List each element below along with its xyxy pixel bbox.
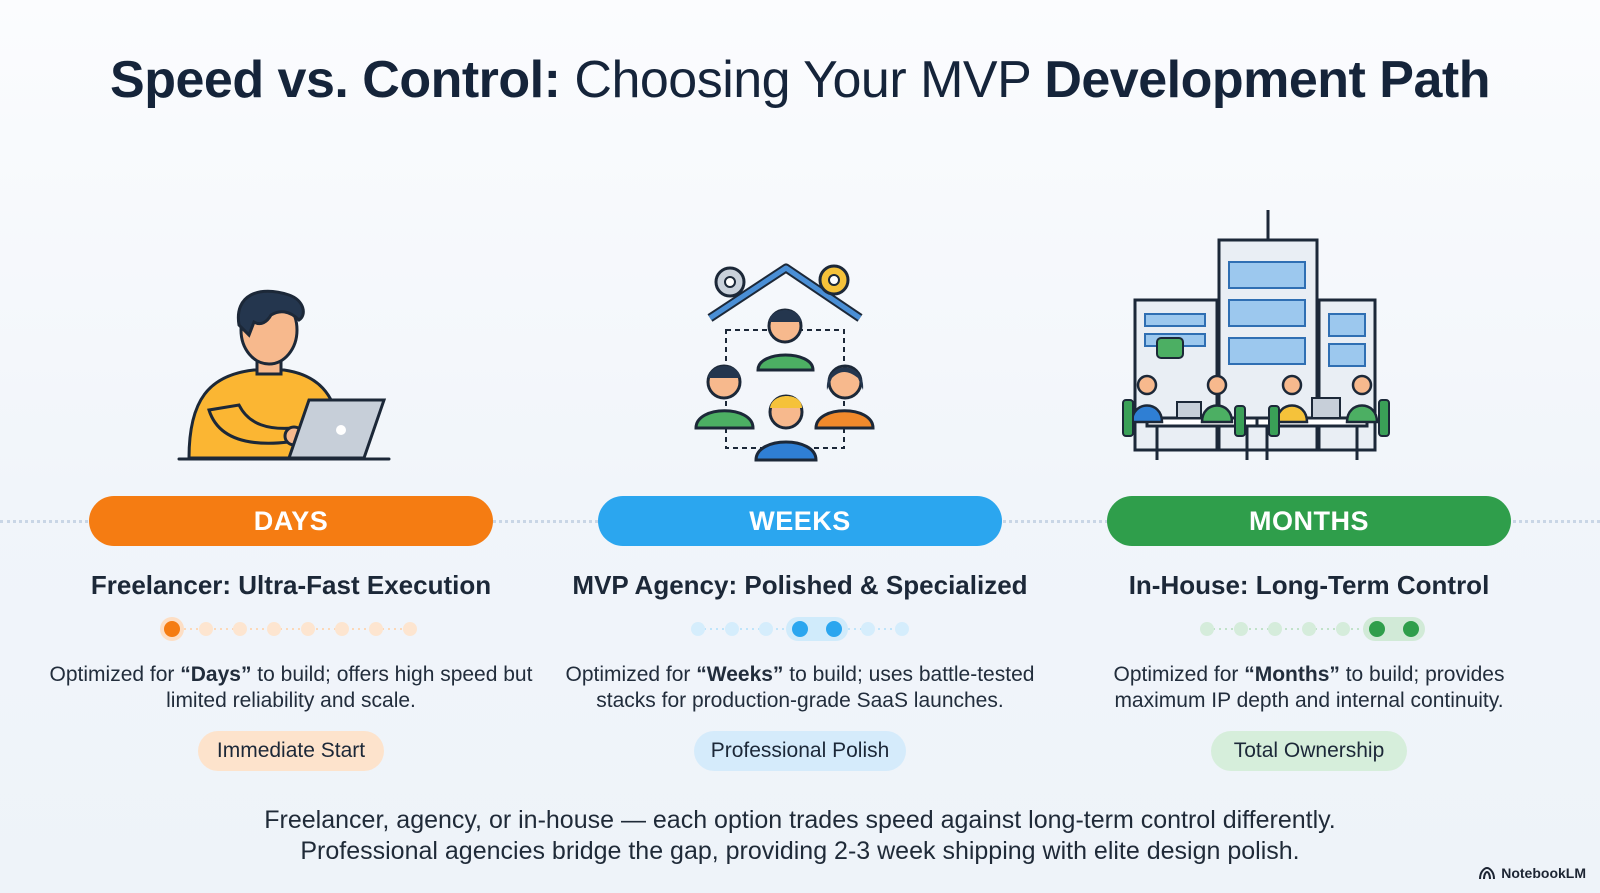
freelancer-heading: Freelancer: Ultra-Fast Execution (90, 570, 492, 600)
scale-dot (403, 622, 417, 636)
speed-scale-days (160, 617, 417, 641)
footer-summary: Freelancer, agency, or in-house — each o… (0, 805, 1600, 867)
agency-heading: MVP Agency: Polished & Specialized (572, 570, 1028, 600)
months-pill: MONTHS (1107, 496, 1511, 546)
scale-dot (759, 622, 773, 636)
freelancer-description: Optimized for “Days” to build; offers hi… (49, 663, 533, 712)
scale-dot (301, 622, 315, 636)
scale-dot-active (1369, 621, 1385, 637)
speed-scale-months (1200, 617, 1425, 641)
title-part-bold-2: Development Path (1044, 51, 1490, 109)
scale-dot-active (164, 621, 180, 637)
scale-dot (369, 622, 383, 636)
notebooklm-logo-icon (1479, 866, 1496, 880)
scale-dot (1302, 622, 1316, 636)
agency-description: Optimized for “Weeks” to build; uses bat… (565, 663, 1035, 712)
brand-name: NotebookLM (1501, 865, 1586, 881)
scale-dot (1200, 622, 1214, 636)
scale-dot (861, 622, 875, 636)
immediate-start-tag: Immediate Start (198, 731, 384, 771)
scale-dot (895, 622, 909, 636)
title-part-bold-1: Speed vs. Control: (110, 51, 561, 109)
scale-dot (233, 622, 247, 636)
scale-dot (335, 622, 349, 636)
scale-dot (725, 622, 739, 636)
scale-dot (1336, 622, 1350, 636)
in-house-heading: In-House: Long-Term Control (1128, 570, 1490, 600)
footer-line-2: Professional agencies bridge the gap, pr… (300, 837, 1300, 865)
agency-team-icon (694, 263, 875, 462)
scale-dot (691, 622, 705, 636)
scale-dot (1234, 622, 1248, 636)
scale-dot-active (1403, 621, 1419, 637)
freelancer-laptop-icon (177, 289, 391, 461)
brand-notebooklm: NotebookLM (1479, 865, 1586, 881)
scale-dot (1268, 622, 1282, 636)
weeks-pill: WEEKS (598, 496, 1002, 546)
scale-dot-active (826, 621, 842, 637)
title-part-light: Choosing Your MVP (560, 51, 1045, 109)
in-house-description: Optimized for “Months” to build; provide… (1113, 663, 1505, 712)
footer-line-1: Freelancer, agency, or in-house — each o… (264, 806, 1336, 834)
total-ownership-tag: Total Ownership (1211, 731, 1407, 771)
page-title: Speed vs. Control: Choosing Your MVP Dev… (0, 50, 1600, 110)
scale-dot (199, 622, 213, 636)
professional-polish-tag: Professional Polish (694, 731, 906, 771)
days-pill: DAYS (89, 496, 493, 546)
scale-dot (267, 622, 281, 636)
office-building-icon (1122, 210, 1390, 460)
speed-scale-weeks (691, 617, 909, 641)
scale-dot-active (792, 621, 808, 637)
